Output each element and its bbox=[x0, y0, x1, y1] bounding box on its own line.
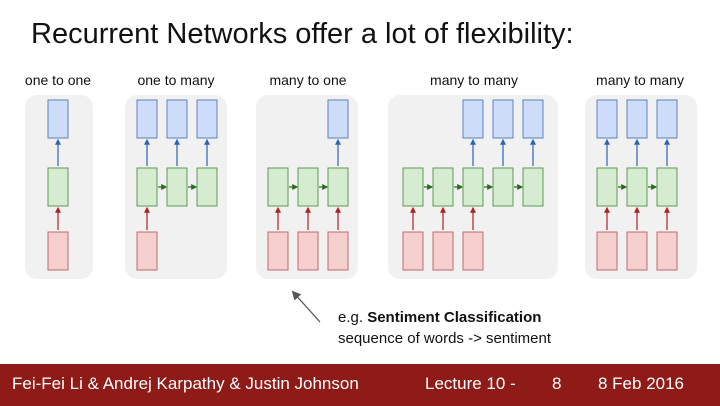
diagram-label-many-to-one: many to one bbox=[269, 72, 347, 88]
hidden-state-box bbox=[596, 167, 618, 207]
input-box bbox=[432, 231, 454, 271]
rnn-diagrams bbox=[25, 95, 697, 323]
input-box bbox=[462, 231, 484, 271]
hidden-state-box bbox=[297, 167, 319, 207]
diagram-label-one-to-one: one to one bbox=[24, 72, 92, 88]
hidden-state-box bbox=[136, 167, 158, 207]
diagram-label-one-to-many: one to many bbox=[137, 72, 215, 88]
input-box bbox=[297, 231, 319, 271]
caption-line-1: e.g. Sentiment Classification bbox=[338, 307, 551, 328]
hidden-state-box bbox=[492, 167, 514, 207]
output-box bbox=[462, 99, 484, 139]
output-box bbox=[136, 99, 158, 139]
hidden-state-box bbox=[267, 167, 289, 207]
input-box bbox=[136, 231, 158, 271]
output-box bbox=[327, 99, 349, 139]
hidden-state-box bbox=[522, 167, 544, 207]
hidden-state-box bbox=[196, 167, 218, 207]
output-box bbox=[196, 99, 218, 139]
input-box bbox=[402, 231, 424, 271]
input-box bbox=[626, 231, 648, 271]
input-box bbox=[47, 231, 69, 271]
caption-highlight: Sentiment Classification bbox=[367, 309, 542, 326]
hidden-state-box bbox=[432, 167, 454, 207]
hidden-state-box bbox=[462, 167, 484, 207]
hidden-state-box bbox=[47, 167, 69, 207]
hidden-state-box bbox=[402, 167, 424, 207]
hidden-state-box bbox=[626, 167, 648, 207]
output-box bbox=[522, 99, 544, 139]
output-box bbox=[47, 99, 69, 139]
output-box bbox=[596, 99, 618, 139]
caption-prefix: e.g. bbox=[338, 309, 364, 326]
input-box bbox=[656, 231, 678, 271]
footer-page-number: 8 bbox=[552, 374, 562, 393]
output-box bbox=[166, 99, 188, 139]
output-box bbox=[656, 99, 678, 139]
caption: e.g. Sentiment Classification sequence o… bbox=[338, 307, 551, 349]
input-box bbox=[267, 231, 289, 271]
output-box bbox=[626, 99, 648, 139]
diagram-label-many-to-many-synced: many to many bbox=[596, 72, 684, 88]
input-box bbox=[327, 231, 349, 271]
footer-bar: Fei-Fei Li & Andrej Karpathy & Justin Jo… bbox=[0, 364, 720, 406]
caption-line-2: sequence of words -> sentiment bbox=[338, 330, 552, 347]
footer-lecture: Lecture 10 - bbox=[425, 374, 516, 393]
hidden-state-box bbox=[327, 167, 349, 207]
output-box bbox=[492, 99, 514, 139]
footer-date: 8 Feb 2016 bbox=[598, 374, 685, 393]
input-box bbox=[596, 231, 618, 271]
slide-title: Recurrent Networks offer a lot of flexib… bbox=[31, 18, 574, 50]
arrow-pointer-icon bbox=[291, 290, 321, 323]
hidden-state-box bbox=[656, 167, 678, 207]
hidden-state-box bbox=[166, 167, 188, 207]
diagram-label-many-to-many-delayed: many to many bbox=[430, 72, 518, 88]
footer-authors: Fei-Fei Li & Andrej Karpathy & Justin Jo… bbox=[12, 374, 359, 393]
